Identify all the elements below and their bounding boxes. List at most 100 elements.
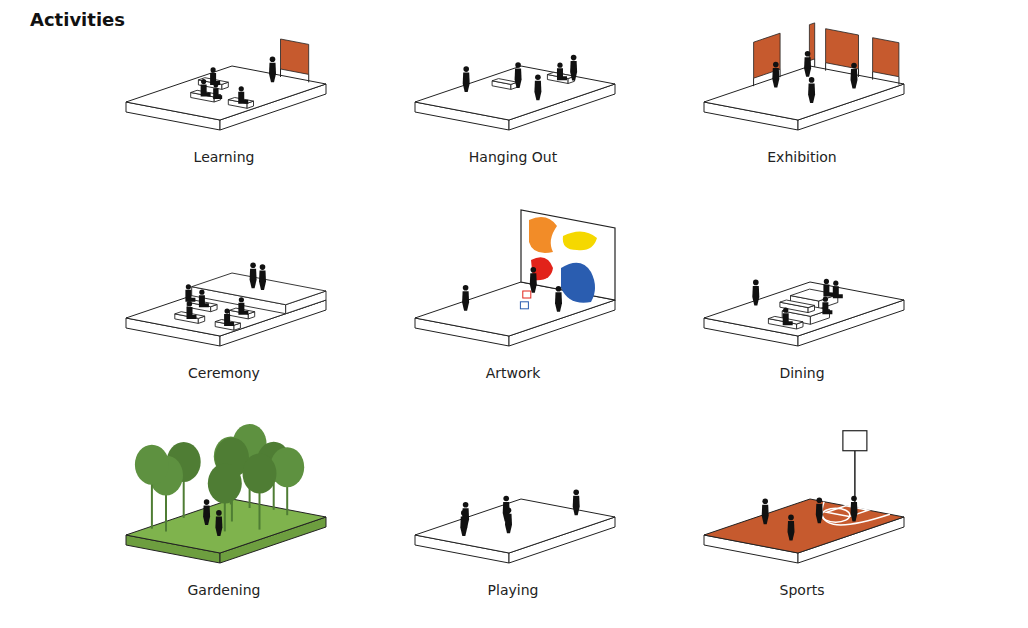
person-head — [211, 67, 216, 72]
person-body — [269, 63, 276, 82]
person-figure — [213, 83, 222, 99]
person-head — [823, 297, 828, 302]
board-post — [858, 69, 859, 77]
person-head — [186, 284, 191, 289]
display-board — [826, 29, 859, 69]
board-post — [280, 69, 281, 77]
person-figure — [534, 74, 541, 100]
person-figure — [187, 301, 197, 319]
person-head — [805, 51, 811, 57]
person-body — [808, 83, 815, 103]
person-head — [515, 62, 521, 68]
person-body — [534, 81, 541, 101]
platform-top — [704, 66, 904, 120]
person-body — [210, 73, 220, 85]
backboard — [843, 431, 867, 451]
person-body — [788, 521, 795, 541]
person-figure — [238, 86, 248, 104]
activity-caption: Ceremony — [114, 365, 334, 381]
court-circle — [822, 508, 850, 522]
person-head — [762, 498, 768, 504]
person-figure — [823, 279, 833, 297]
person-figure — [752, 280, 759, 306]
person-head — [783, 308, 788, 313]
board-post — [780, 69, 781, 77]
stage-step — [192, 273, 326, 305]
person-body — [238, 303, 248, 315]
person-body — [573, 496, 580, 516]
person-body — [224, 314, 234, 326]
display-board — [281, 39, 309, 74]
person-figure — [201, 79, 211, 97]
tree-crown — [243, 454, 277, 494]
person-head — [753, 280, 759, 286]
person-figure — [250, 263, 257, 289]
person-figure — [203, 499, 210, 525]
platform-top — [704, 499, 904, 553]
person-body — [250, 269, 257, 289]
activity-caption: Hanging Out — [403, 149, 623, 165]
person-figure — [215, 510, 222, 536]
person-body — [462, 291, 469, 311]
person-body — [752, 286, 759, 306]
person-head — [461, 510, 467, 516]
board-post — [825, 63, 826, 71]
board-post — [753, 78, 754, 86]
person-head — [851, 63, 857, 69]
person-head — [531, 267, 537, 273]
person-head — [833, 281, 838, 286]
person-figure — [530, 267, 537, 293]
person-body — [783, 313, 793, 325]
display-board — [809, 23, 814, 61]
person-figure — [269, 56, 276, 82]
person-head — [463, 502, 469, 508]
court-line — [822, 502, 890, 525]
person-head — [239, 297, 244, 302]
person-body — [823, 284, 833, 296]
person-head — [204, 499, 210, 505]
person-body — [463, 73, 470, 93]
person-body — [259, 271, 266, 291]
platform-top — [704, 282, 904, 336]
person-head — [557, 63, 562, 68]
person-head — [260, 264, 266, 270]
person-figure — [804, 51, 811, 77]
person-head — [270, 56, 276, 62]
person-body — [555, 292, 562, 312]
person-figure — [462, 285, 469, 311]
person-head — [571, 55, 577, 61]
person-figure — [515, 62, 522, 88]
activity-caption: Learning — [114, 149, 334, 165]
person-body — [833, 286, 843, 298]
person-body — [201, 85, 211, 97]
activity-caption: Sports — [692, 582, 912, 598]
person-figure — [851, 63, 858, 89]
person-figure — [772, 62, 779, 88]
person-head — [817, 498, 823, 504]
person-body — [851, 69, 858, 89]
board-post — [308, 74, 309, 82]
person-body — [215, 516, 222, 536]
person-figure — [822, 297, 832, 315]
paint-bucket — [520, 302, 528, 309]
person-body — [822, 302, 832, 314]
bench — [780, 300, 815, 308]
person-body — [557, 68, 567, 80]
person-body — [505, 514, 512, 534]
person-body — [762, 505, 769, 525]
blue-blob — [561, 263, 595, 303]
person-head — [788, 515, 794, 521]
person-figure — [573, 489, 580, 515]
orange-blob — [529, 217, 557, 253]
person-figure — [555, 286, 562, 312]
paint-bucket — [523, 291, 531, 298]
person-body — [804, 57, 811, 77]
activity-caption: Artwork — [403, 365, 623, 381]
tree-crown — [208, 463, 242, 503]
platform-top — [126, 66, 326, 120]
person-head — [535, 74, 541, 80]
person-figure — [788, 515, 795, 541]
person-figure — [505, 507, 512, 533]
person-figure — [808, 77, 815, 103]
person-figure — [570, 55, 577, 81]
